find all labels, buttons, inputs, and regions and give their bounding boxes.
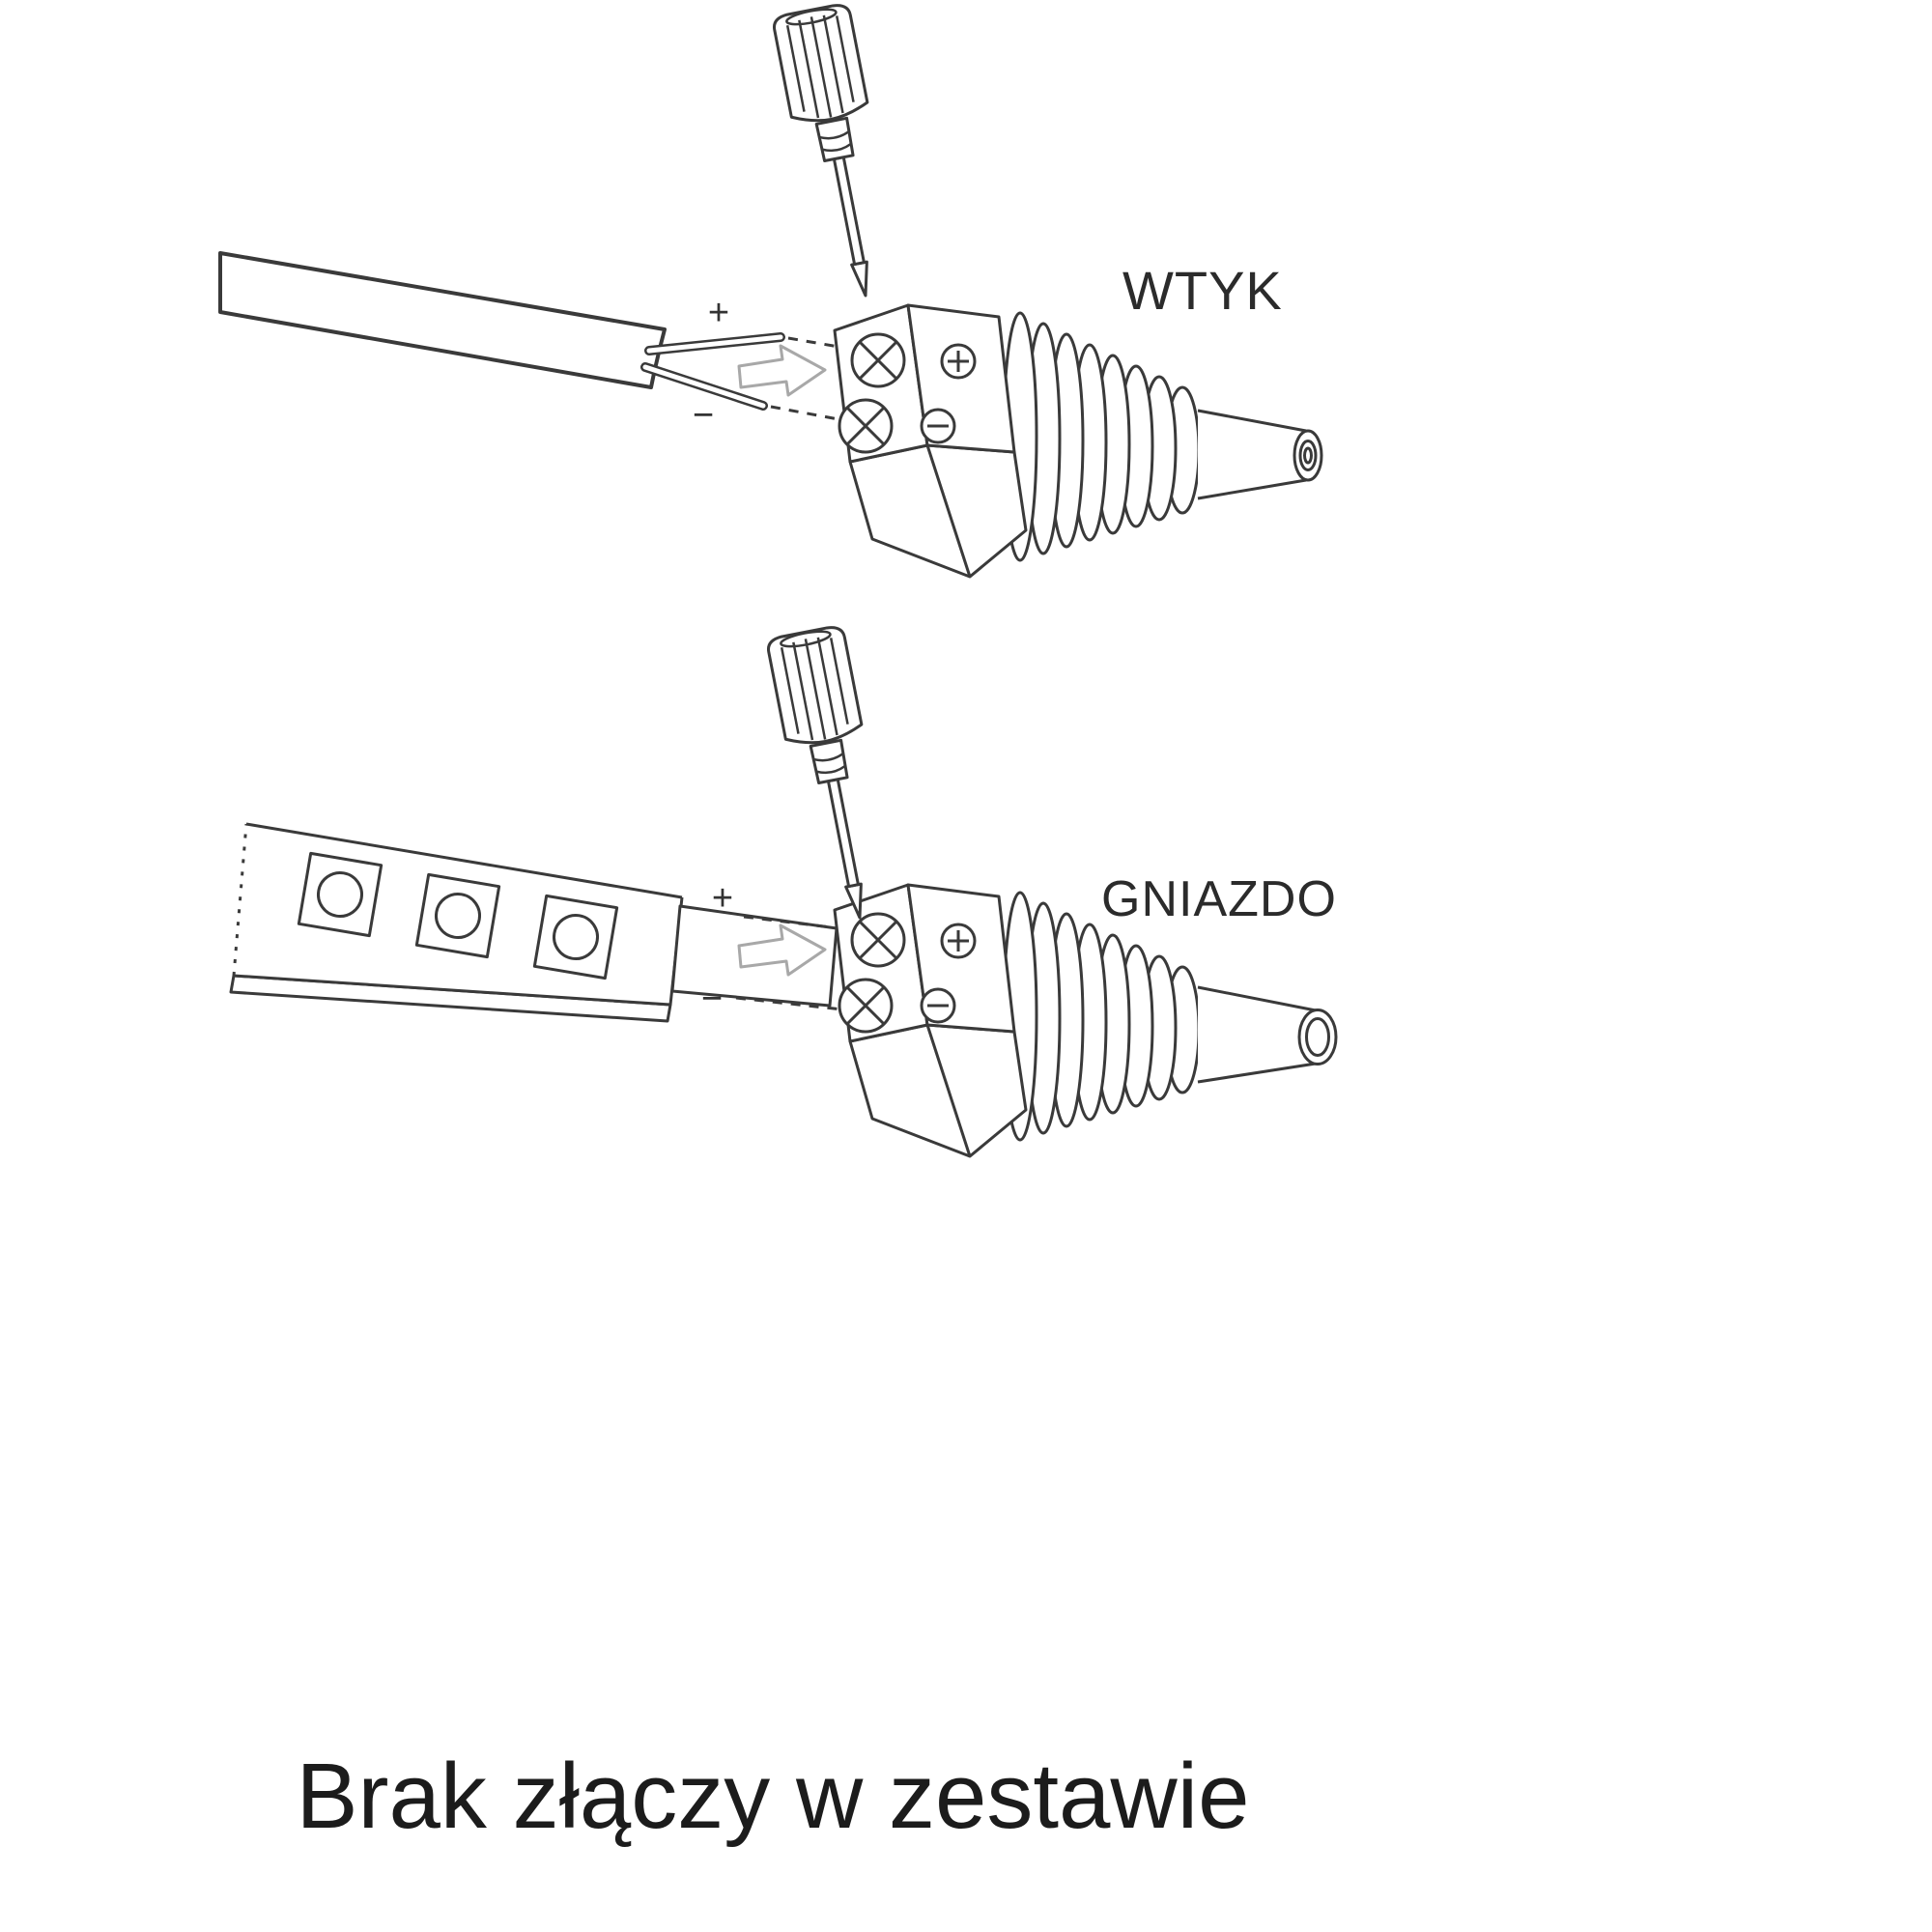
dc-plug-barrel bbox=[1197, 409, 1323, 500]
socket-label: GNIAZDO bbox=[1101, 871, 1337, 927]
led-module bbox=[414, 872, 501, 959]
led-strip bbox=[229, 822, 838, 1023]
insert-arrow-icon bbox=[737, 923, 827, 977]
strip-end-tab bbox=[670, 904, 838, 1008]
plug-minus-label: − bbox=[693, 395, 714, 436]
socket-assembly-diagram: + − GNIAZDO bbox=[229, 623, 1338, 1158]
led-module bbox=[297, 851, 384, 938]
socket-plus-label: + bbox=[712, 878, 733, 919]
plug-plus-label: + bbox=[708, 293, 729, 333]
dc-socket-barrel bbox=[1197, 985, 1338, 1084]
socket-minus-label: − bbox=[701, 979, 723, 1019]
dc-plug-terminal-block bbox=[833, 303, 1201, 579]
screwdriver-icon bbox=[764, 623, 899, 927]
power-cable bbox=[218, 251, 785, 411]
plug-label: WTYK bbox=[1122, 260, 1283, 321]
led-module bbox=[532, 894, 619, 980]
screwdriver-icon bbox=[770, 1, 905, 305]
insert-arrow-icon bbox=[737, 344, 827, 397]
plug-assembly-diagram: + − WTYK bbox=[218, 1, 1323, 579]
caption: Brak złączy w zestawie bbox=[297, 1745, 1250, 1848]
cable-wires bbox=[640, 332, 785, 411]
